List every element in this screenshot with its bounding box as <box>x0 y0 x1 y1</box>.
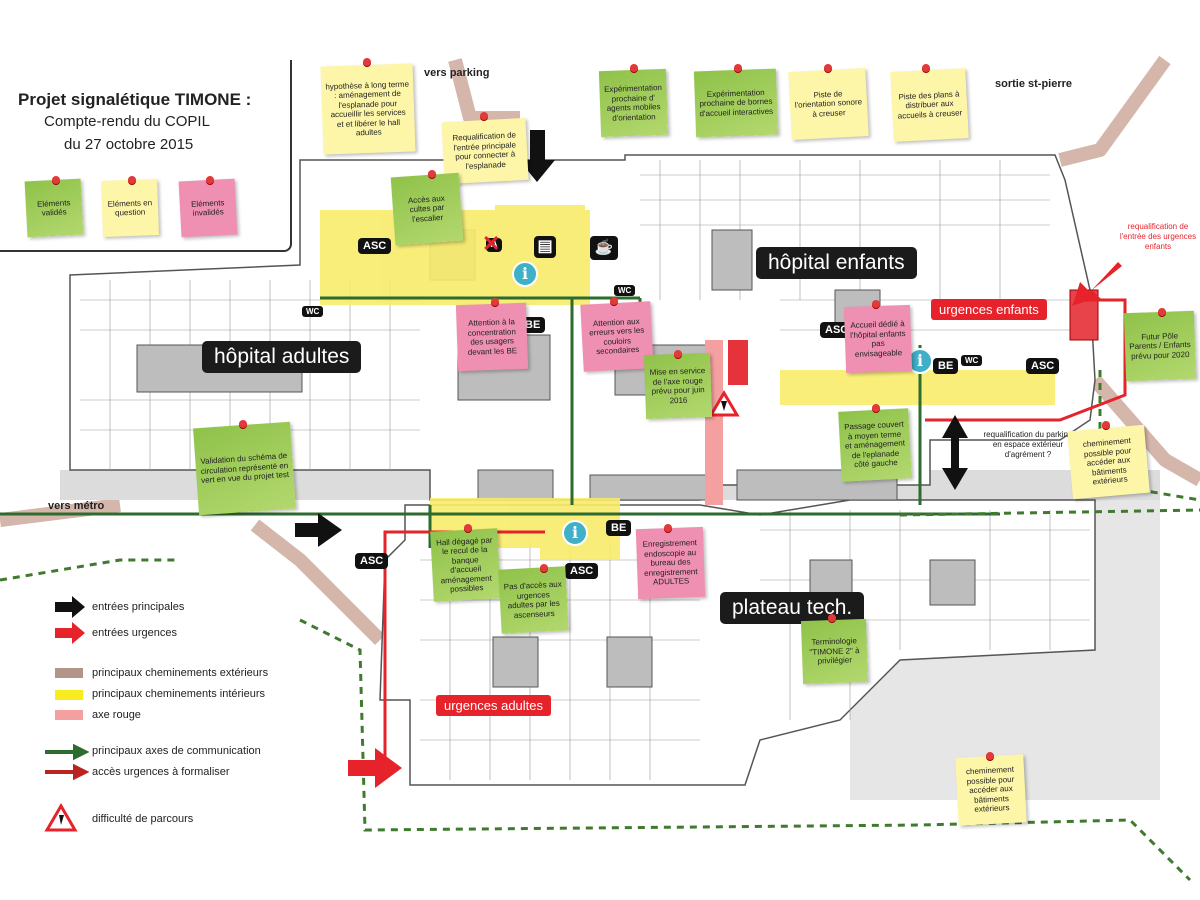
pin-icon <box>828 614 836 622</box>
pin-icon <box>464 524 472 532</box>
note-paper-maps: Piste des plans à distribuer aux accueil… <box>890 68 969 142</box>
asc-badge: ASC <box>565 563 599 579</box>
cafe-icon: ☕ <box>590 236 618 260</box>
pin-icon <box>52 176 60 184</box>
red-axis-block <box>728 340 748 385</box>
note-path-right: cheminement possible pour accéder aux bâ… <box>1067 424 1150 500</box>
building-plateau: plateau tech. <box>720 592 865 624</box>
note-esplanade: hypothèse à long terme : aménagement de … <box>320 63 416 155</box>
cross-icon: ✕ <box>482 231 501 256</box>
title-line3: du 27 octobre 2015 <box>64 136 194 153</box>
pin-icon <box>922 64 930 72</box>
be-badge: BE <box>606 520 632 536</box>
legend-swatches <box>44 596 90 832</box>
difficulty-sign-map <box>708 390 740 417</box>
wc-badge: WC <box>302 306 324 317</box>
note-terminology: Terminologie "TIMONE 2" à privilégier <box>800 618 869 685</box>
note-path-bottom: cheminement possible pour accéder aux bâ… <box>955 754 1027 826</box>
urgences-adultes-label: urgences adultes <box>436 695 552 716</box>
asc-badge: ASC <box>358 238 392 254</box>
note-hall: Hall dégagé par le recul de la banque d'… <box>430 528 501 602</box>
note-endoscopy: Enregistrement endoscopie au bureau des … <box>635 526 706 600</box>
interior-paths <box>320 205 1055 560</box>
parking-double-arrow <box>942 415 968 490</box>
pin-icon <box>480 112 488 120</box>
info-icon: i <box>562 520 588 546</box>
pin-icon <box>734 64 742 72</box>
note-kiosks: Expérimentation prochaine de bornes d'ac… <box>693 68 779 138</box>
label-parking-requal: requalification du parking en espace ext… <box>983 430 1073 459</box>
pin-icon <box>664 524 672 532</box>
legend-emergency-entrances: entrées urgences <box>92 627 177 639</box>
asc-badge: ASC <box>1026 358 1060 374</box>
legend-difficulty: difficulté de parcours <box>92 813 194 825</box>
pin-icon <box>363 58 371 66</box>
note-be-crowding: Attention à la concentration des usagers… <box>455 302 529 372</box>
wc-badge: WC <box>961 355 983 366</box>
library-icon: ▤ <box>534 236 556 258</box>
legend-red-axis: axe rouge <box>92 709 141 721</box>
label-parking: vers parking <box>424 67 490 79</box>
pin-icon <box>986 752 994 760</box>
pin-icon <box>491 298 499 306</box>
note-mobile-agents: Expérimentation prochaine d' agents mobi… <box>598 68 669 138</box>
title-line1: Projet signalétique TIMONE : <box>18 90 252 109</box>
label-children-requal: requalification de l'entrée des urgences… <box>1119 222 1197 251</box>
legend-emergency-access: accès urgences à formaliser <box>92 766 230 778</box>
legend-main-entrances: entrées principales <box>92 601 185 613</box>
no-entry-icon: A <box>486 238 502 252</box>
pin-icon <box>1158 308 1166 316</box>
wc-badge: WC <box>614 285 636 296</box>
pin-icon <box>206 176 214 184</box>
pin-icon <box>610 297 618 305</box>
note-audio: Piste de l'orientation sonore à creuser <box>788 68 869 140</box>
pin-icon <box>428 170 436 178</box>
legend-interior-paths: principaux cheminements intérieurs <box>92 688 266 700</box>
note-green-scheme: Validation du schéma de circulation repr… <box>193 421 296 516</box>
note-corridors: Attention aux erreurs vers les couloirs … <box>580 301 654 372</box>
be-badge: BE <box>933 358 959 374</box>
pin-icon <box>239 420 247 428</box>
building-enfants: hôpital enfants <box>756 247 917 279</box>
label-exit: sortie st-pierre <box>995 78 1073 90</box>
pin-icon <box>872 404 880 412</box>
arrow-urgences-enfants <box>1072 262 1122 306</box>
note-future-pole: Futur Pôle Parents / Enfants prévu pour … <box>1123 310 1197 382</box>
note-no-elevator: Pas d'accès aux urgences adultes par les… <box>498 566 569 634</box>
note-covered-passage: Passage couvert à moyen terme et aménage… <box>838 408 912 482</box>
emergency-entrance-arrows <box>348 262 1122 788</box>
legend-communication: principaux axes de communication <box>92 745 261 757</box>
pin-icon <box>824 64 832 72</box>
key-invalidated: Eléments invalidés <box>178 178 238 238</box>
info-icon: i <box>512 261 538 287</box>
pin-icon <box>1102 421 1110 429</box>
label-metro: vers métro <box>48 500 105 512</box>
arrow-urgences-adultes <box>348 748 402 788</box>
asc-badge: ASC <box>355 553 389 569</box>
note-red-axis: Mise en service de l'axe rouge prévu pou… <box>643 352 713 420</box>
key-in-question: Eléments en question <box>101 179 159 237</box>
arrow-metro <box>295 513 342 547</box>
key-validated: Eléments validés <box>24 178 84 238</box>
note-worship: Accès aux cultes par l'escalier <box>390 172 464 246</box>
building-adultes: hôpital adultes <box>202 341 362 373</box>
pin-icon <box>872 300 880 308</box>
legend-exterior-paths: principaux cheminements extérieurs <box>92 667 269 679</box>
pin-icon <box>128 176 136 184</box>
title-panel: Projet signalétique TIMONE : Compte-rend… <box>0 60 292 252</box>
urgences-enfants-label: urgences enfants <box>931 299 1047 320</box>
pin-icon <box>674 350 682 358</box>
title-line2: Compte-rendu du COPIL <box>44 113 210 130</box>
pin-icon <box>540 564 548 572</box>
note-children-reception: Accueil dédié à l'hôpital enfants pas en… <box>843 304 913 374</box>
pin-icon <box>630 64 638 72</box>
